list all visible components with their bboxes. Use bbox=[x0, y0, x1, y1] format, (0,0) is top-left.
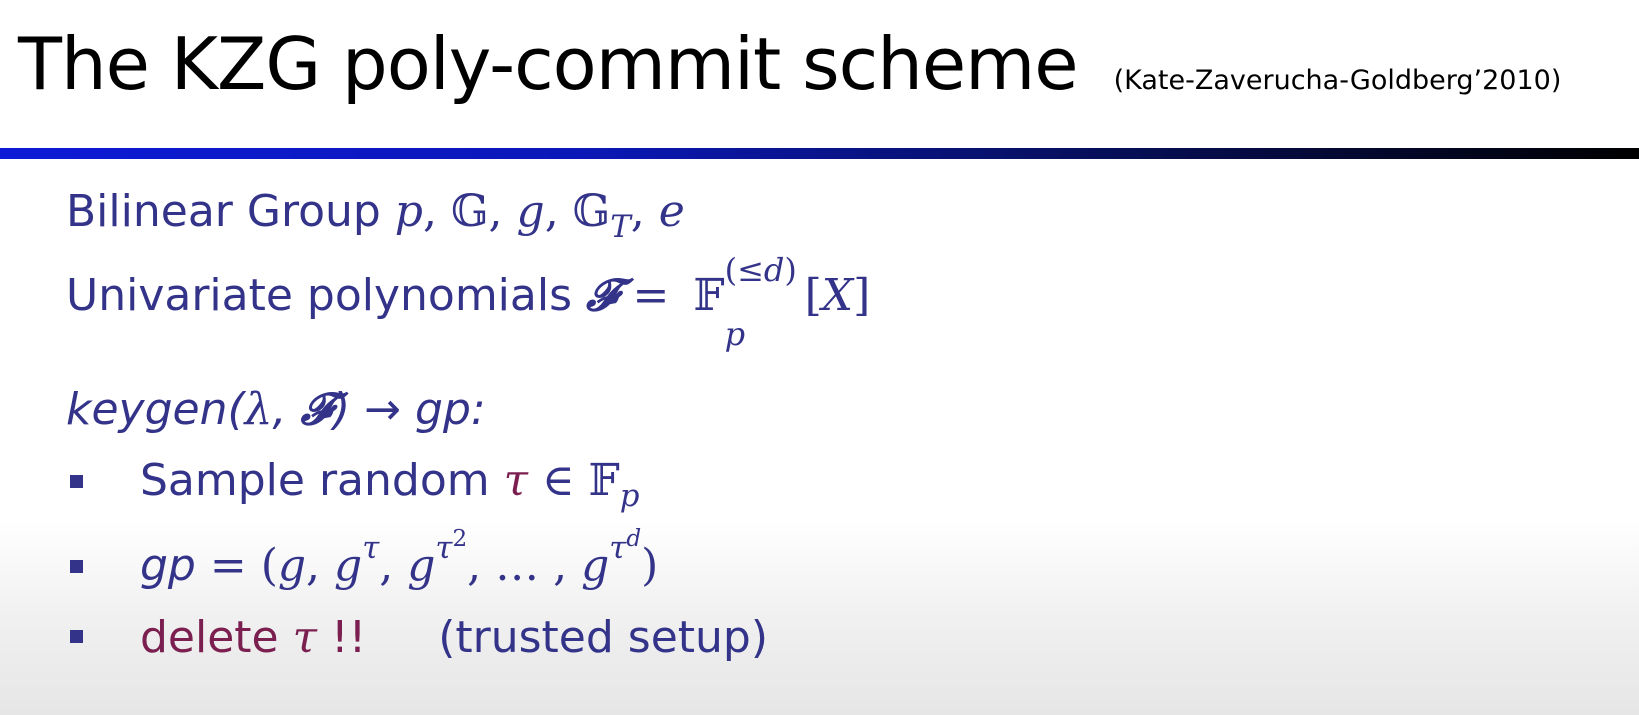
bilinear-T: T bbox=[610, 208, 631, 245]
sample-in: ∈ bbox=[527, 455, 589, 506]
delete-tau: τ bbox=[292, 612, 317, 663]
univariate-label: Univariate polynomials bbox=[66, 270, 587, 321]
bilinear-g: g bbox=[516, 186, 545, 237]
sample-text: Sample random bbox=[140, 455, 504, 506]
univariate-var: [X] bbox=[804, 270, 871, 321]
sample-tau: τ bbox=[503, 455, 528, 506]
bilinear-group-line: Bilinear Group p, 𝔾, g, 𝔾T, e bbox=[66, 186, 685, 245]
univariate-equals: = bbox=[618, 270, 684, 321]
bullet-marker-1 bbox=[70, 475, 83, 488]
bilinear-group-params: p, 𝔾, g, 𝔾T, e bbox=[394, 186, 685, 245]
gp-equals: = ( bbox=[195, 540, 278, 591]
sample-field-sub: p bbox=[619, 477, 640, 514]
sample-field: 𝔽 bbox=[588, 455, 620, 506]
title-divider bbox=[0, 148, 1639, 159]
univariate-line: Univariate polynomials 𝓕 = 𝔽(≤d) p [X] bbox=[66, 251, 871, 353]
keygen-script-f: 𝓕 bbox=[300, 384, 334, 435]
keygen-comma: , bbox=[272, 384, 301, 435]
bullet-gp-line: gp = (g, gτ, gτ2, … , gτd) bbox=[140, 525, 659, 591]
keygen-lambda: λ bbox=[244, 384, 273, 435]
gp-tau2: τ2 bbox=[435, 525, 468, 567]
bullet-sample-line: Sample random τ ∈ 𝔽p bbox=[140, 455, 639, 511]
univariate-field: 𝔽 bbox=[693, 270, 725, 321]
keygen-close: ) → gp: bbox=[333, 384, 486, 435]
bullet-delete-line: delete τ !! (trusted setup) bbox=[140, 612, 768, 663]
delete-text: delete bbox=[140, 612, 293, 663]
bilinear-e: e bbox=[658, 186, 685, 237]
gp-gd: g bbox=[581, 540, 610, 591]
delete-bang: !! bbox=[316, 612, 367, 663]
bilinear-GT: 𝔾 bbox=[572, 186, 611, 237]
univariate-sub: p bbox=[724, 315, 746, 353]
gp-g0: g bbox=[277, 540, 307, 591]
trusted-setup: (trusted setup) bbox=[438, 612, 769, 663]
gp-g1: g bbox=[334, 540, 363, 591]
bullet-marker-2 bbox=[70, 560, 83, 573]
gp-ellipsis: … bbox=[495, 540, 540, 591]
keygen-name: keygen( bbox=[66, 384, 245, 435]
slide-header: The KZG poly-commit scheme (Kate-Zaveruch… bbox=[18, 22, 1561, 106]
gp-taud: τd bbox=[609, 525, 642, 567]
univariate-scripts: (≤d) p bbox=[725, 251, 805, 353]
univariate-sup: (≤d) bbox=[724, 251, 797, 289]
gp-tau1: τ bbox=[362, 530, 380, 567]
bullet-marker-3 bbox=[70, 630, 83, 643]
slide-title: The KZG poly-commit scheme bbox=[18, 22, 1079, 106]
bilinear-G: 𝔾 bbox=[450, 186, 489, 237]
univariate-script-f: 𝓕 bbox=[586, 270, 619, 321]
slide-attribution: (Kate-Zaverucha-Goldberg’2010) bbox=[1113, 65, 1562, 96]
bilinear-p: p bbox=[394, 186, 423, 237]
keygen-line: keygen(λ, 𝓕) → gp: bbox=[66, 384, 486, 435]
gp-g2: g bbox=[407, 540, 436, 591]
bilinear-group-label: Bilinear Group bbox=[66, 186, 395, 237]
gp-label: gp bbox=[140, 540, 196, 591]
